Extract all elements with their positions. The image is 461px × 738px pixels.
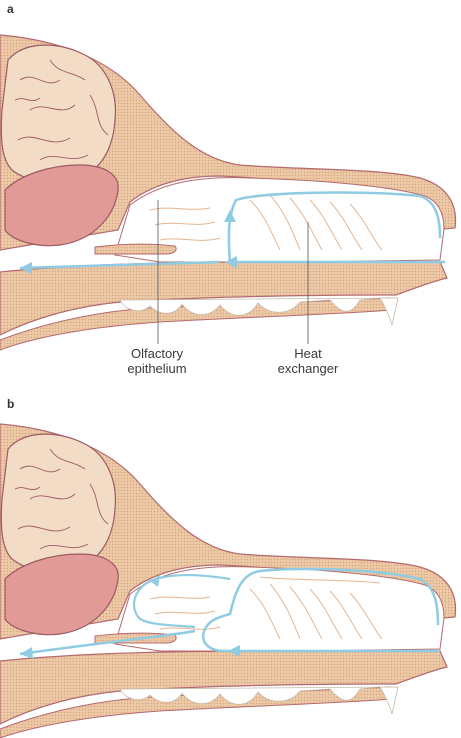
- panel-b-illustration: [0, 369, 461, 738]
- brain: [1, 45, 115, 183]
- cavity-shelf: [95, 244, 176, 254]
- brain: [1, 434, 115, 572]
- heat-label-line1: Heat: [258, 346, 358, 361]
- panel-a-illustration: [0, 0, 461, 369]
- panel-a: a Olf: [0, 0, 461, 369]
- panel-b: b: [0, 369, 461, 738]
- olfactory-label-line1: Olfactory: [112, 346, 202, 361]
- air-flow-arrowhead-1: [20, 647, 33, 659]
